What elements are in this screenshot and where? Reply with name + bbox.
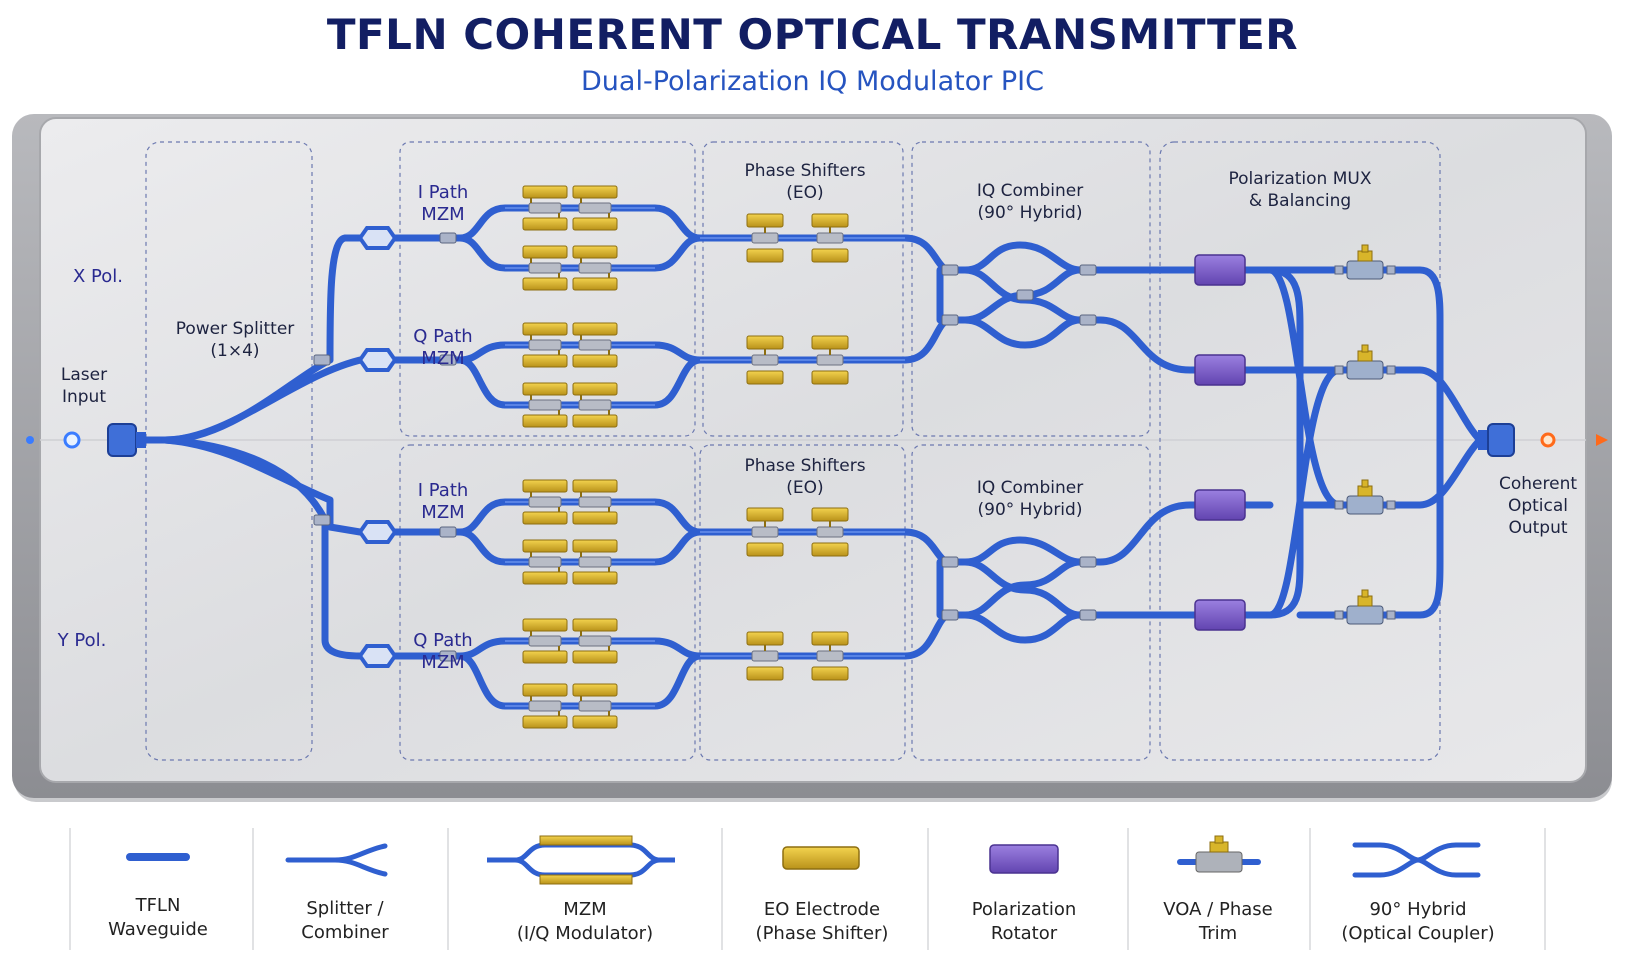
mzm-electrode [572, 539, 618, 585]
voas [1334, 244, 1396, 625]
mzm-electrode [522, 618, 568, 664]
connector-block [1079, 314, 1097, 326]
phase-section-y [699, 444, 906, 761]
legend-electrode-label: EO Electrode(Phase Shifter) [755, 899, 889, 944]
rotator-4 [1194, 599, 1246, 631]
iq-section-x [911, 141, 1151, 437]
hybrid-icon [1352, 842, 1481, 878]
mzm-electrode [522, 479, 568, 525]
page-subtitle: Dual-Polarization IQ Modulator PIC [581, 66, 1044, 97]
connector-block [941, 314, 959, 326]
x-pol-label: X Pol. [72, 266, 124, 287]
connector-block [1079, 556, 1097, 568]
legend-mzm-label: MZM(I/Q Modulator) [516, 899, 654, 944]
mzm-electrode [572, 185, 618, 231]
connector-block [439, 232, 457, 244]
mzm-electrode [572, 322, 618, 368]
phase-shifter [811, 335, 849, 385]
mzm-electrode [572, 618, 618, 664]
page-title: TFLN COHERENT OPTICAL TRANSMITTER [326, 10, 1299, 59]
phase-section-x [702, 141, 904, 437]
mzm-electrode [522, 539, 568, 585]
mzm-section-x [399, 141, 696, 437]
y-splitters [357, 226, 398, 668]
phase-shifter [746, 631, 784, 681]
connector-block [941, 556, 959, 568]
voa-trim [1334, 344, 1396, 380]
phase-shifter [811, 213, 849, 263]
voa-trim [1334, 589, 1396, 625]
phase-shifter [746, 213, 784, 263]
mzm-electrode [572, 479, 618, 525]
phase-shifters-label-x: Phase Shifters(EO) [744, 161, 866, 203]
polarization-rotators [1194, 254, 1246, 631]
laser-input-port [14, 423, 146, 457]
electrodes [522, 185, 618, 729]
voa-trim [1334, 244, 1396, 280]
connector-block [439, 354, 457, 366]
rotator-1 [1194, 254, 1246, 286]
iq-combiner-label-x: IQ Combiner(90° Hybrid) [976, 181, 1084, 223]
y-pol-label: Y Pol. [57, 630, 107, 651]
legend-splitter-label: Splitter /Combiner [301, 898, 389, 943]
phase-shifter [746, 335, 784, 385]
phase-shifter [746, 507, 784, 557]
connector-block [313, 354, 331, 366]
connector-block [439, 526, 457, 538]
mzm-section-y [399, 444, 696, 761]
connector-block [1016, 289, 1034, 301]
connector-block [439, 650, 457, 662]
connector-block [941, 264, 959, 276]
mzm-electrode [522, 185, 568, 231]
legend-dividers [69, 828, 1546, 950]
rotator-2 [1194, 354, 1246, 386]
mzm-icon [487, 835, 675, 885]
mzm-electrode [572, 683, 618, 729]
phase-shifters [746, 213, 849, 681]
mzm-electrode [522, 322, 568, 368]
iq-combiner-label-y: IQ Combiner(90° Hybrid) [976, 478, 1084, 520]
phase-shifter [811, 507, 849, 557]
connector-block [941, 609, 959, 621]
splitter-section [145, 141, 313, 761]
power-splitter-label: Power Splitter(1×4) [175, 319, 295, 361]
rotator-icon [989, 844, 1059, 874]
mzm-electrode [522, 683, 568, 729]
voa-trim [1334, 479, 1396, 515]
electrode-icon [782, 846, 860, 870]
pol-mux-label: Polarization MUX& Balancing [1228, 169, 1372, 211]
mzm-electrode [572, 382, 618, 428]
optical-output-port [1478, 423, 1608, 457]
phase-shifters-label-y: Phase Shifters(EO) [744, 456, 866, 498]
voa-icon [1177, 835, 1261, 873]
rotator-3 [1194, 489, 1246, 521]
mzm-electrode [522, 382, 568, 428]
legend-hybrid-label: 90° Hybrid(Optical Coupler) [1341, 899, 1495, 944]
connector-block [1079, 264, 1097, 276]
mzm-electrode [522, 245, 568, 291]
connectors [313, 232, 1097, 662]
splitter-icon [285, 843, 388, 877]
connector-block [1079, 609, 1097, 621]
legend-icons [126, 835, 1481, 885]
mzm-electrode [572, 245, 618, 291]
phase-shifter [811, 631, 849, 681]
connector-block [313, 514, 331, 526]
